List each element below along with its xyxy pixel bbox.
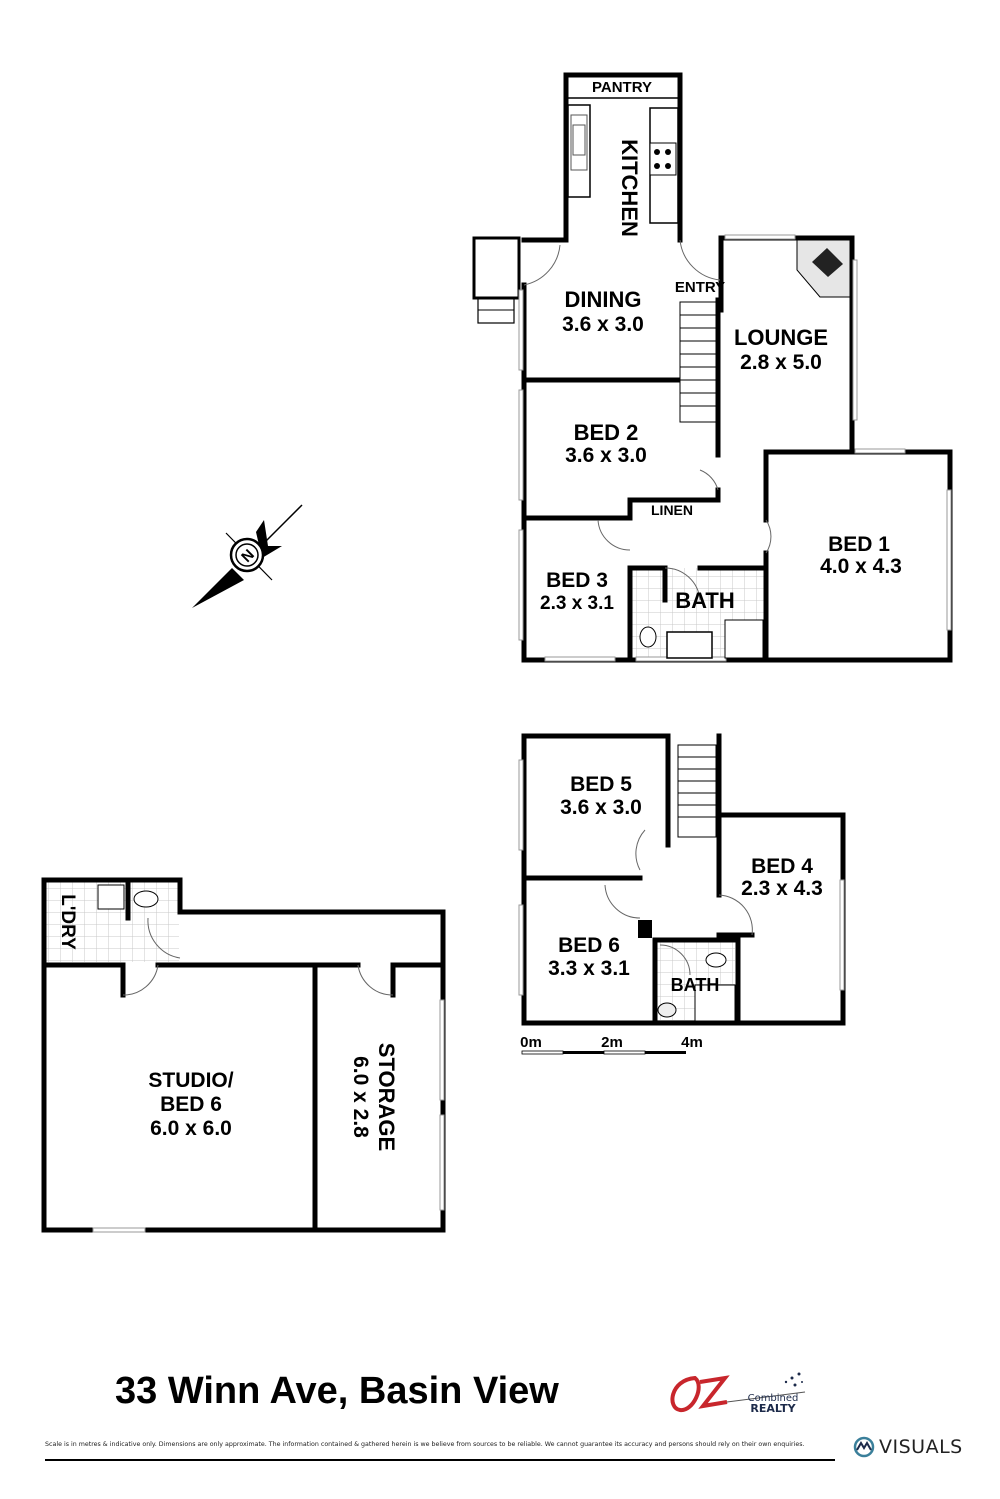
toilet-icon (639, 626, 657, 648)
stove-icon (649, 142, 677, 176)
room-dims: 3.6 x 3.0 (560, 796, 642, 819)
room-label: LOUNGE (734, 325, 828, 350)
room-label: BATH (675, 588, 734, 613)
staircase (679, 301, 719, 423)
lower-toilet-icon (705, 952, 727, 968)
room-dims: 6.0 x 2.8 (349, 1056, 372, 1138)
shower-icon (724, 619, 764, 659)
outbuilding-windows (92, 999, 445, 1233)
agency-logo: Combined REALTY (670, 1372, 806, 1415)
lower-windows (518, 759, 845, 996)
laundry-toilet-icon (133, 890, 159, 908)
room-label: ENTRY (675, 279, 725, 296)
windows (518, 234, 952, 662)
room-dims: 2.3 x 3.1 (540, 593, 614, 614)
disclaimer: Scale is in metres & indicative only. Di… (45, 1441, 805, 1448)
vanity-icon (666, 631, 713, 659)
scale-label: 0m (520, 1034, 542, 1051)
lower-door-swings (604, 829, 753, 976)
fireplace-icon (812, 248, 843, 277)
footer-rule (45, 1459, 835, 1461)
property-address: 33 Winn Ave, Basin View (115, 1370, 559, 1412)
lower-floor-walls (521, 733, 846, 1026)
room-label: PANTRY (592, 79, 652, 96)
room-label: KITCHEN (617, 139, 642, 237)
kitchen-bench-left (567, 104, 591, 198)
stars-icon (784, 1372, 803, 1387)
room-label: LINEN (651, 502, 693, 518)
room-label: BED 4 (751, 855, 813, 878)
outbuilding-walls (41, 877, 446, 1233)
porch (472, 236, 521, 300)
laundry-tub-icon (97, 884, 125, 910)
scale-bar: 0m 2m 4m (520, 1034, 703, 1055)
room-label: STUDIO/ (148, 1069, 233, 1092)
room-label: BED 6 (160, 1093, 222, 1116)
room-label: BED 6 (558, 934, 620, 957)
room-label: DINING (565, 287, 642, 312)
compass-icon: N (192, 504, 303, 608)
lower-shower-icon (694, 984, 736, 1022)
room-dims: 3.3 x 3.1 (548, 957, 630, 980)
visuals-wordmark: VISUALS (879, 1436, 963, 1458)
room-label: STORAGE (374, 1043, 399, 1151)
outbuilding-door-swings (122, 917, 394, 996)
agency-line2: REALTY (750, 1402, 796, 1415)
room-dims: 6.0 x 6.0 (150, 1117, 232, 1140)
agency-line1: Combined (748, 1393, 799, 1404)
room-dims: 2.3 x 4.3 (741, 877, 823, 900)
lower-basin-icon (657, 1002, 677, 1018)
room-label: BED 1 (828, 533, 890, 556)
room-dims: 2.8 x 5.0 (740, 351, 822, 374)
outbuilding: L'DRY STUDIO/ BED 6 6.0 x 6.0 STORAGE 6.… (41, 877, 446, 1233)
mc-logo-icon (853, 1436, 875, 1458)
scale-label: 2m (601, 1034, 623, 1051)
room-label: BED 3 (546, 569, 608, 592)
room-label: BED 5 (570, 773, 632, 796)
room-label: L'DRY (57, 894, 78, 950)
room-dims: 4.0 x 4.3 (820, 555, 902, 578)
door-swings (523, 239, 772, 601)
lower-floor: BED 5 3.6 x 3.0 BED 4 2.3 x 4.3 BED 6 3.… (518, 733, 846, 1026)
room-dims: 3.6 x 3.0 (562, 313, 644, 336)
scale-label: 4m (681, 1034, 703, 1051)
lower-staircase (677, 744, 717, 838)
ground-floor: PANTRY KITCHEN DINING 3.6 x 3.0 ENTRY LO… (472, 72, 953, 663)
column (638, 920, 652, 938)
visuals-logo: VISUALS (853, 1436, 963, 1458)
room-label: BED 2 (574, 420, 639, 445)
oz-swoosh-icon (670, 1375, 806, 1412)
sink-icon (570, 114, 588, 171)
room-label: BATH (671, 975, 720, 995)
room-dims: 3.6 x 3.0 (565, 444, 647, 467)
